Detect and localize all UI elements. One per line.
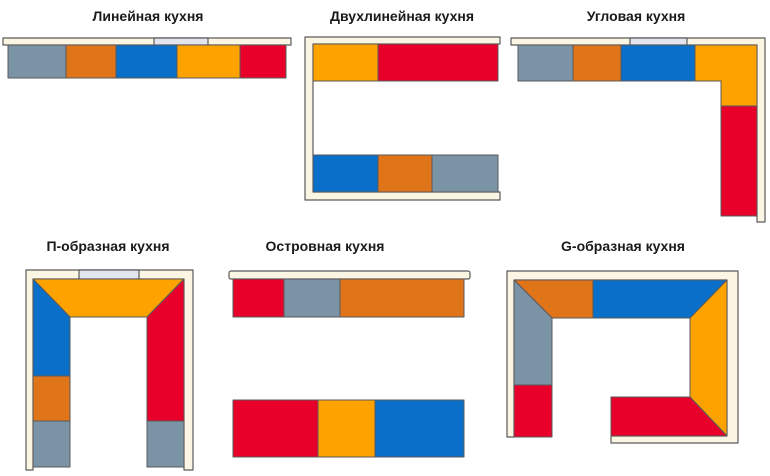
cabinet-yellow xyxy=(312,43,379,82)
cabinet-red xyxy=(239,44,287,79)
cabinet-red xyxy=(232,278,285,318)
cabinet-orange xyxy=(65,44,117,79)
layout-island xyxy=(228,270,471,458)
cabinet-red xyxy=(513,384,553,438)
layout-two-line xyxy=(304,36,501,201)
layout-u-shape xyxy=(25,269,194,471)
cabinet-red xyxy=(610,396,728,437)
cabinet-orange xyxy=(32,375,71,422)
cabinet-gray xyxy=(146,420,185,468)
title-corner-kitchen: Угловая кухня xyxy=(586,8,686,24)
cabinet-gray xyxy=(283,278,341,318)
layout-g-shape xyxy=(506,270,739,444)
cabinet-blue xyxy=(620,44,696,82)
layout-corner xyxy=(510,37,766,223)
cabinet-yellow xyxy=(694,44,758,107)
cabinet-orange xyxy=(572,44,622,82)
cabinet-blue xyxy=(115,44,178,79)
title-u-shape-kitchen: П-образная кухня xyxy=(46,238,170,254)
sink-window xyxy=(78,269,140,280)
cabinet-gray xyxy=(32,420,71,468)
title-island-kitchen: Островная кухня xyxy=(265,238,385,254)
cabinet-gray xyxy=(517,44,574,82)
cabinet-orange xyxy=(377,154,433,193)
cabinet-yellow xyxy=(317,399,376,458)
sink-window xyxy=(629,37,688,46)
countertop xyxy=(2,37,292,46)
countertop xyxy=(510,37,766,223)
sink-window xyxy=(153,37,209,46)
title-linear-kitchen: Линейная кухня xyxy=(92,8,204,24)
cabinet-orange xyxy=(339,278,465,318)
cabinet-gray xyxy=(7,44,67,79)
countertop xyxy=(228,270,471,280)
cabinet-gray xyxy=(431,154,499,193)
cabinet-blue xyxy=(374,399,465,458)
cabinet-blue xyxy=(312,154,379,193)
cabinet-red xyxy=(720,105,758,217)
cabinet-red xyxy=(377,43,499,82)
title-two-line-kitchen: Двухлинейная кухня xyxy=(330,8,474,24)
cabinet-yellow xyxy=(176,44,241,79)
layout-linear xyxy=(2,37,292,79)
title-g-shape-kitchen: G-образная кухня xyxy=(561,238,685,254)
cabinet-red xyxy=(232,399,319,458)
